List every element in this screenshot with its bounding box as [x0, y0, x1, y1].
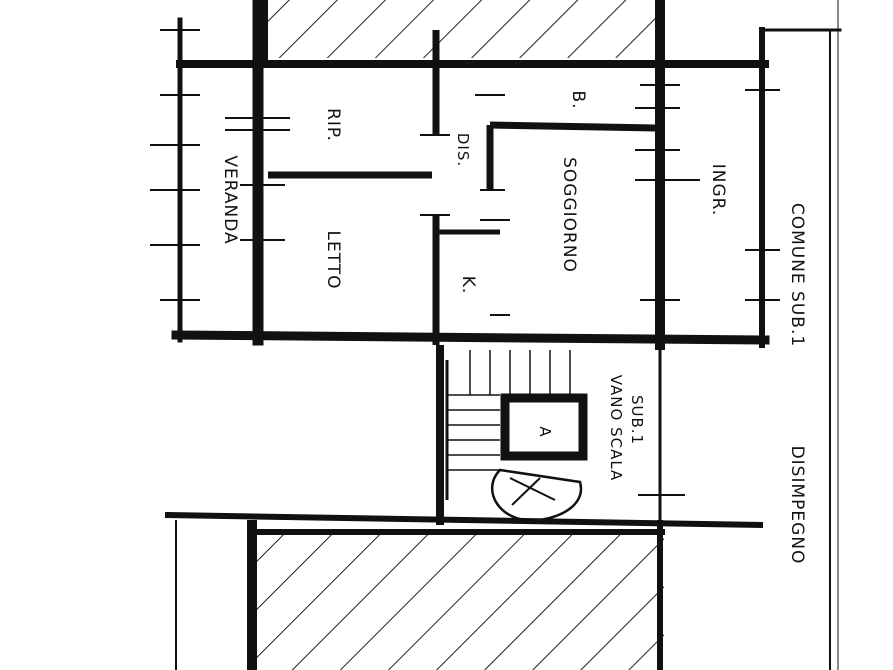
label-vano-scala-sub: SUB.1 — [628, 395, 646, 445]
opening-marks — [150, 0, 839, 670]
label-disimpegno: DISIMPEGNO — [787, 446, 807, 565]
label-rip: RIP. — [323, 108, 343, 142]
label-bath: B. — [568, 90, 588, 109]
label-veranda: VERANDA — [220, 155, 240, 244]
interior-walls — [268, 30, 662, 530]
label-kitchen: K. — [458, 276, 478, 295]
staircase — [445, 350, 588, 522]
hatched-block-bottom — [247, 520, 665, 670]
label-ingr: INGR. — [708, 164, 728, 217]
label-letto: LETTO — [323, 230, 343, 289]
label-comune: COMUNE SUB.1 — [787, 203, 807, 347]
label-dis: DIS. — [454, 133, 472, 167]
label-stair-a: A — [536, 426, 554, 437]
label-vano-scala: VANO SCALA — [607, 375, 625, 482]
room-labels: VERANDA RIP. DIS. B. SOGGIORNO INGR. LET… — [220, 90, 807, 564]
hatched-block-top — [262, 0, 665, 60]
label-soggiorno: SOGGIORNO — [559, 157, 579, 273]
